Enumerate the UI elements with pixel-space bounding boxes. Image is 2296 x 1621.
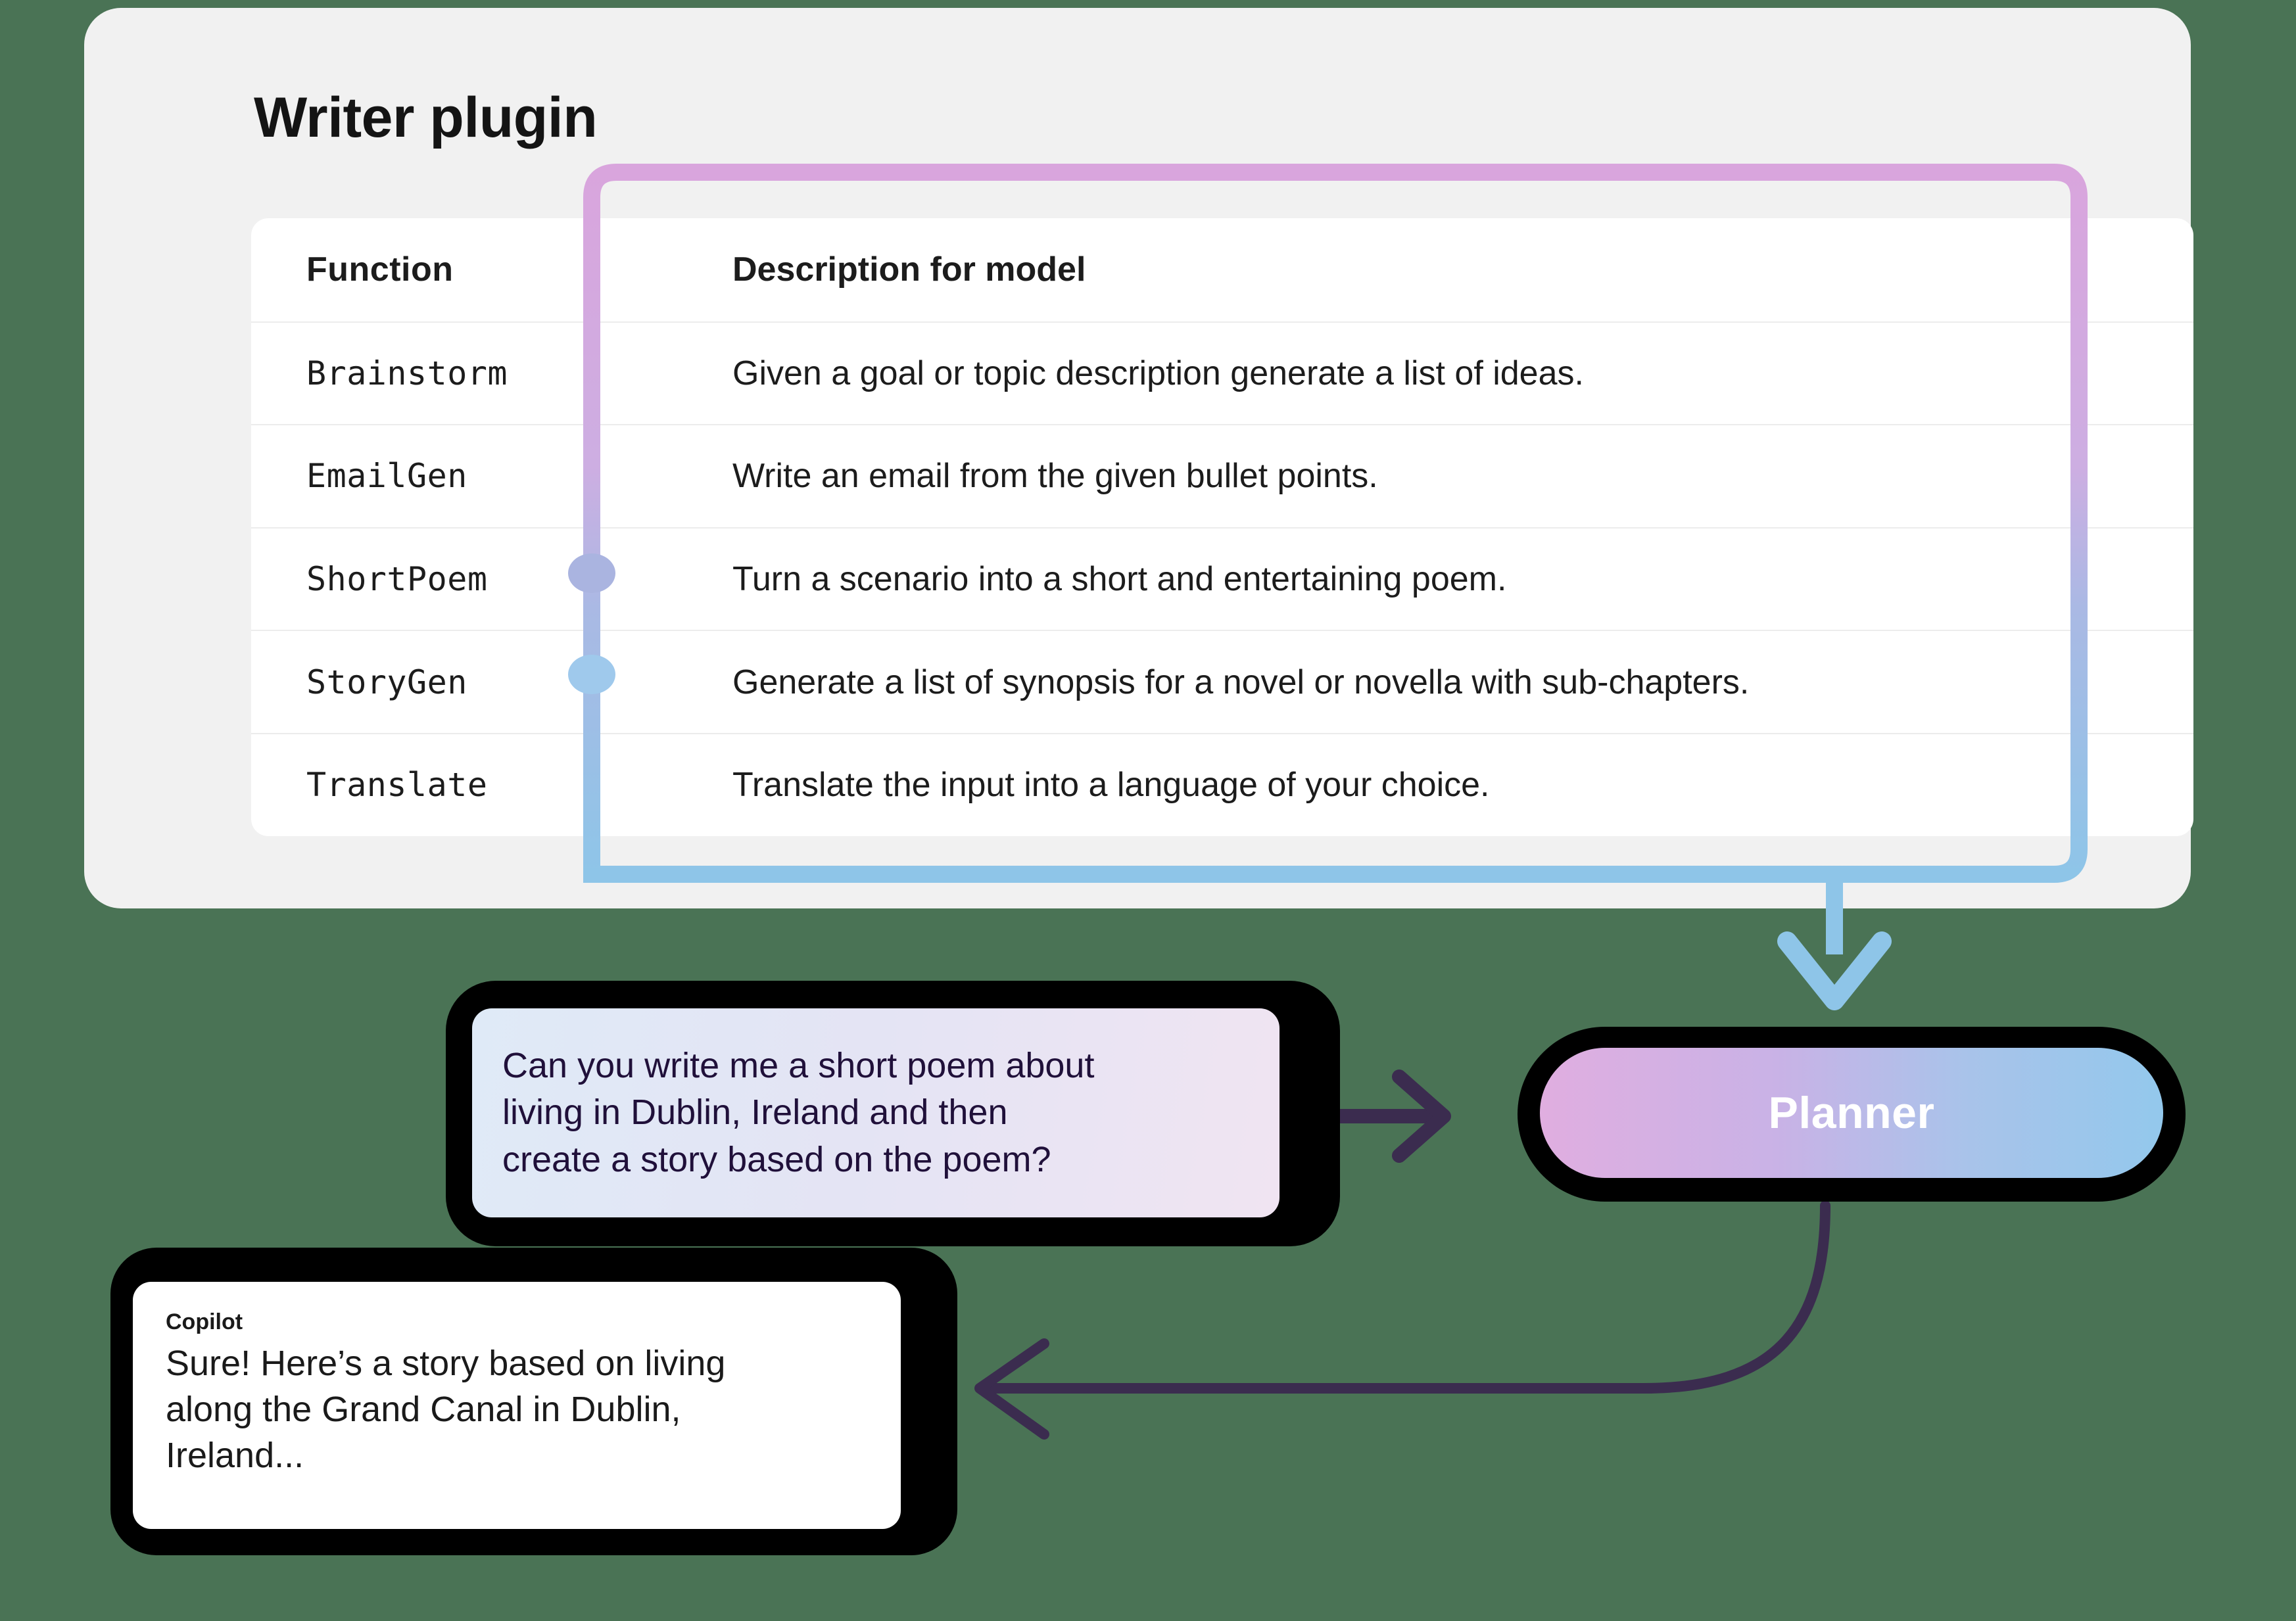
planner-to-copilot-arrowhead-icon bbox=[974, 1338, 1049, 1440]
assistant-message-body: Copilot Sure! Here’s a story based on li… bbox=[133, 1282, 901, 1529]
cell-function-name: ShortPoem bbox=[306, 560, 488, 599]
function-table: Function Description for model Brainstor… bbox=[251, 218, 2193, 836]
table-header-row: Function Description for model bbox=[251, 218, 2193, 321]
planner-node[interactable]: Planner bbox=[1518, 1027, 2186, 1202]
column-header-description: Description for model bbox=[732, 250, 1086, 289]
cell-function-name: Translate bbox=[306, 766, 488, 805]
cell-function-description: Given a goal or topic description genera… bbox=[732, 354, 1584, 392]
assistant-message-bubble: Copilot Sure! Here’s a story based on li… bbox=[110, 1248, 957, 1555]
table-row[interactable]: ShortPoem Turn a scenario into a short a… bbox=[251, 527, 2193, 630]
user-message-bubble: Can you write me a short poem about livi… bbox=[446, 981, 1340, 1246]
cell-function-name: StoryGen bbox=[306, 663, 467, 701]
table-row[interactable]: EmailGen Write an email from the given b… bbox=[251, 424, 2193, 527]
planner-label: Planner bbox=[1768, 1088, 1935, 1138]
column-header-function: Function bbox=[306, 250, 454, 289]
cell-function-description: Write an email from the given bullet poi… bbox=[732, 457, 1378, 496]
user-message-body: Can you write me a short poem about livi… bbox=[472, 1008, 1280, 1217]
cell-function-name: Brainstorm bbox=[306, 354, 508, 392]
cell-function-description: Generate a list of synopsis for a novel … bbox=[732, 663, 1750, 701]
planner-pill[interactable]: Planner bbox=[1540, 1048, 2163, 1178]
table-row[interactable]: Brainstorm Given a goal or topic descrip… bbox=[251, 321, 2193, 425]
user-to-planner-arrowhead-icon bbox=[1392, 1069, 1451, 1163]
plugin-to-planner-arrowhead-icon bbox=[1777, 931, 1892, 1010]
assistant-message-text: Sure! Here’s a story based on living alo… bbox=[166, 1344, 726, 1476]
cell-function-description: Turn a scenario into a short and enterta… bbox=[732, 560, 1507, 599]
assistant-name-label: Copilot bbox=[166, 1309, 243, 1334]
user-message-text: Can you write me a short poem about livi… bbox=[502, 1046, 1095, 1179]
table-row[interactable]: StoryGen Generate a list of synopsis for… bbox=[251, 630, 2193, 733]
page-title: Writer plugin bbox=[254, 86, 598, 149]
cell-function-description: Translate the input into a language of y… bbox=[732, 766, 1490, 805]
table-row[interactable]: Translate Translate the input into a lan… bbox=[251, 732, 2193, 836]
writer-plugin-panel: Writer plugin Function Description for m… bbox=[84, 8, 2193, 908]
cell-function-name: EmailGen bbox=[306, 457, 467, 496]
